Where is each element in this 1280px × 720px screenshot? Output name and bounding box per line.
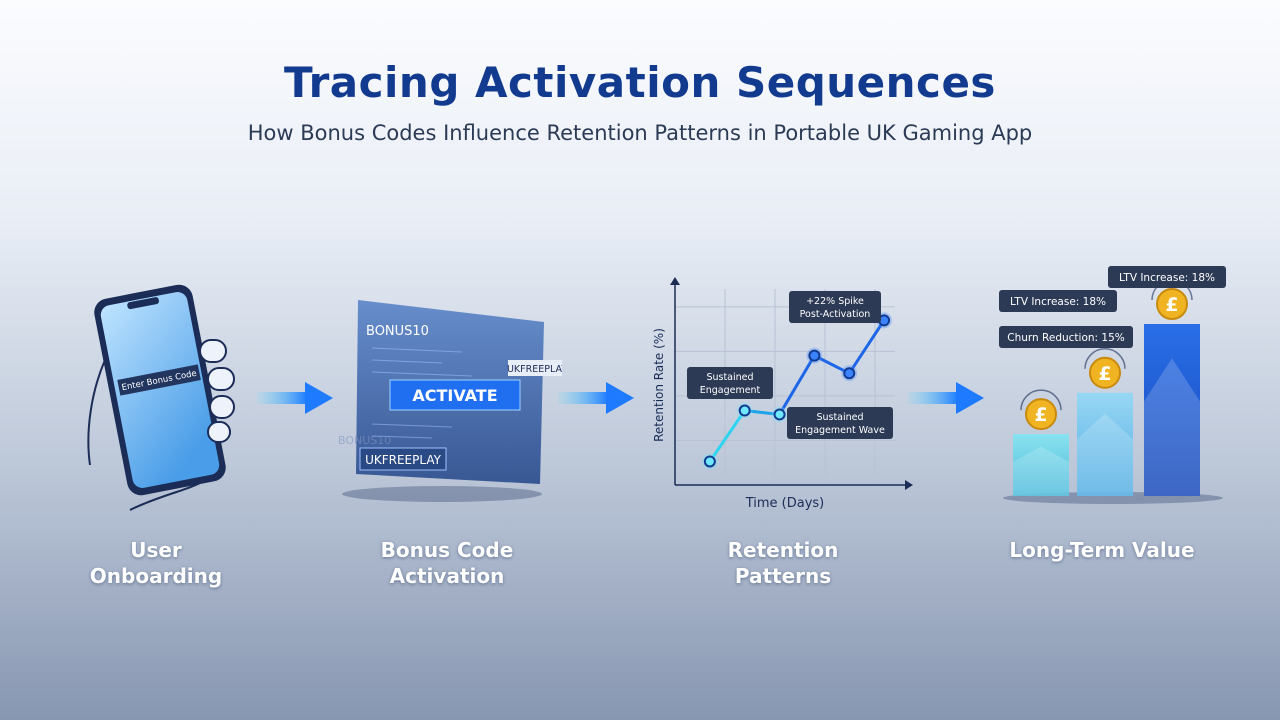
activate-button[interactable]: ACTIVATE [412, 386, 497, 405]
code-ukfreeplay-side: UKFREEPLAY [507, 364, 562, 375]
pound-symbol: £ [1165, 294, 1178, 316]
data-point [703, 455, 716, 468]
value-bar [1144, 324, 1200, 496]
page-title: Tracing Activation Sequences [284, 58, 996, 107]
pound-symbol: £ [1098, 363, 1111, 385]
value-annotation-box [999, 326, 1133, 348]
value-annotation: LTV Increase: 18% [1010, 296, 1106, 308]
pound-coin-icon [1156, 288, 1188, 320]
page-subtitle: How Bonus Codes Influence Retention Patt… [247, 121, 1033, 145]
y-axis-label: Retention Rate (%) [652, 328, 666, 442]
code-ukfreeplay-bottom: UKFREEPLAY [365, 453, 442, 467]
coin-sparkle [1084, 348, 1126, 369]
value-annotation-box [1108, 266, 1226, 288]
value-bar [1077, 392, 1133, 496]
annotation-sustained-engagement: Sustained Engagement [687, 367, 773, 399]
bar-highlight [1077, 413, 1133, 496]
value-annotation-box [999, 290, 1117, 312]
onboarding-panel: Enter Bonus Code [70, 280, 250, 520]
pound-coin-icon [1089, 356, 1121, 389]
data-point [843, 367, 856, 380]
svg-text:Sustained: Sustained [816, 412, 863, 423]
value-annotation: LTV Increase: 18% [1119, 272, 1215, 284]
stage-label-value: Long-Term Value [1009, 538, 1195, 562]
data-point [808, 349, 821, 362]
bar-highlight [1144, 358, 1200, 496]
svg-text:Sustained: Sustained [706, 372, 753, 383]
svg-text:Engagement Wave: Engagement Wave [795, 425, 885, 436]
pound-coin-icon [1025, 398, 1057, 431]
data-point [773, 408, 786, 421]
svg-text:Post-Activation: Post-Activation [800, 309, 871, 320]
annotation-spike: +22% Spike Post-Activation [789, 291, 881, 323]
series-segment [813, 354, 850, 375]
flow-arrow-2 [558, 382, 634, 414]
flow-arrow-1 [257, 382, 333, 414]
pound-symbol: £ [1034, 404, 1047, 426]
data-point [738, 404, 751, 417]
code-bonus10: BONUS10 [366, 324, 429, 339]
retention-chart-panel: Time (Days) Retention Rate (%) Sustained… [645, 275, 915, 520]
bar-highlight [1013, 446, 1069, 496]
flow-arrow-3 [908, 382, 984, 414]
annotation-engagement-wave: Sustained Engagement Wave [787, 407, 893, 439]
code-bonus10-faded: BONUS10 [338, 434, 391, 447]
value-chart-panel: £ LTV Increase: 18% £ Churn Reduction: 15% £… [995, 262, 1235, 512]
svg-text:+22% Spike: +22% Spike [806, 296, 864, 307]
value-annotation: Churn Reduction: 15% [1007, 332, 1124, 344]
series-segment [708, 409, 746, 463]
svg-text:Engagement: Engagement [700, 385, 761, 396]
activation-panel: BONUS10 ACTIVATE UKFREEPLAY BONUS10 UKFR… [322, 288, 567, 508]
phone-illustration: Enter Bonus Code [87, 284, 235, 511]
x-axis-label: Time (Days) [745, 496, 825, 511]
coin-sparkle [1020, 389, 1062, 411]
series-segment [847, 319, 886, 375]
value-bar [1013, 434, 1069, 496]
series-segment [778, 354, 816, 416]
